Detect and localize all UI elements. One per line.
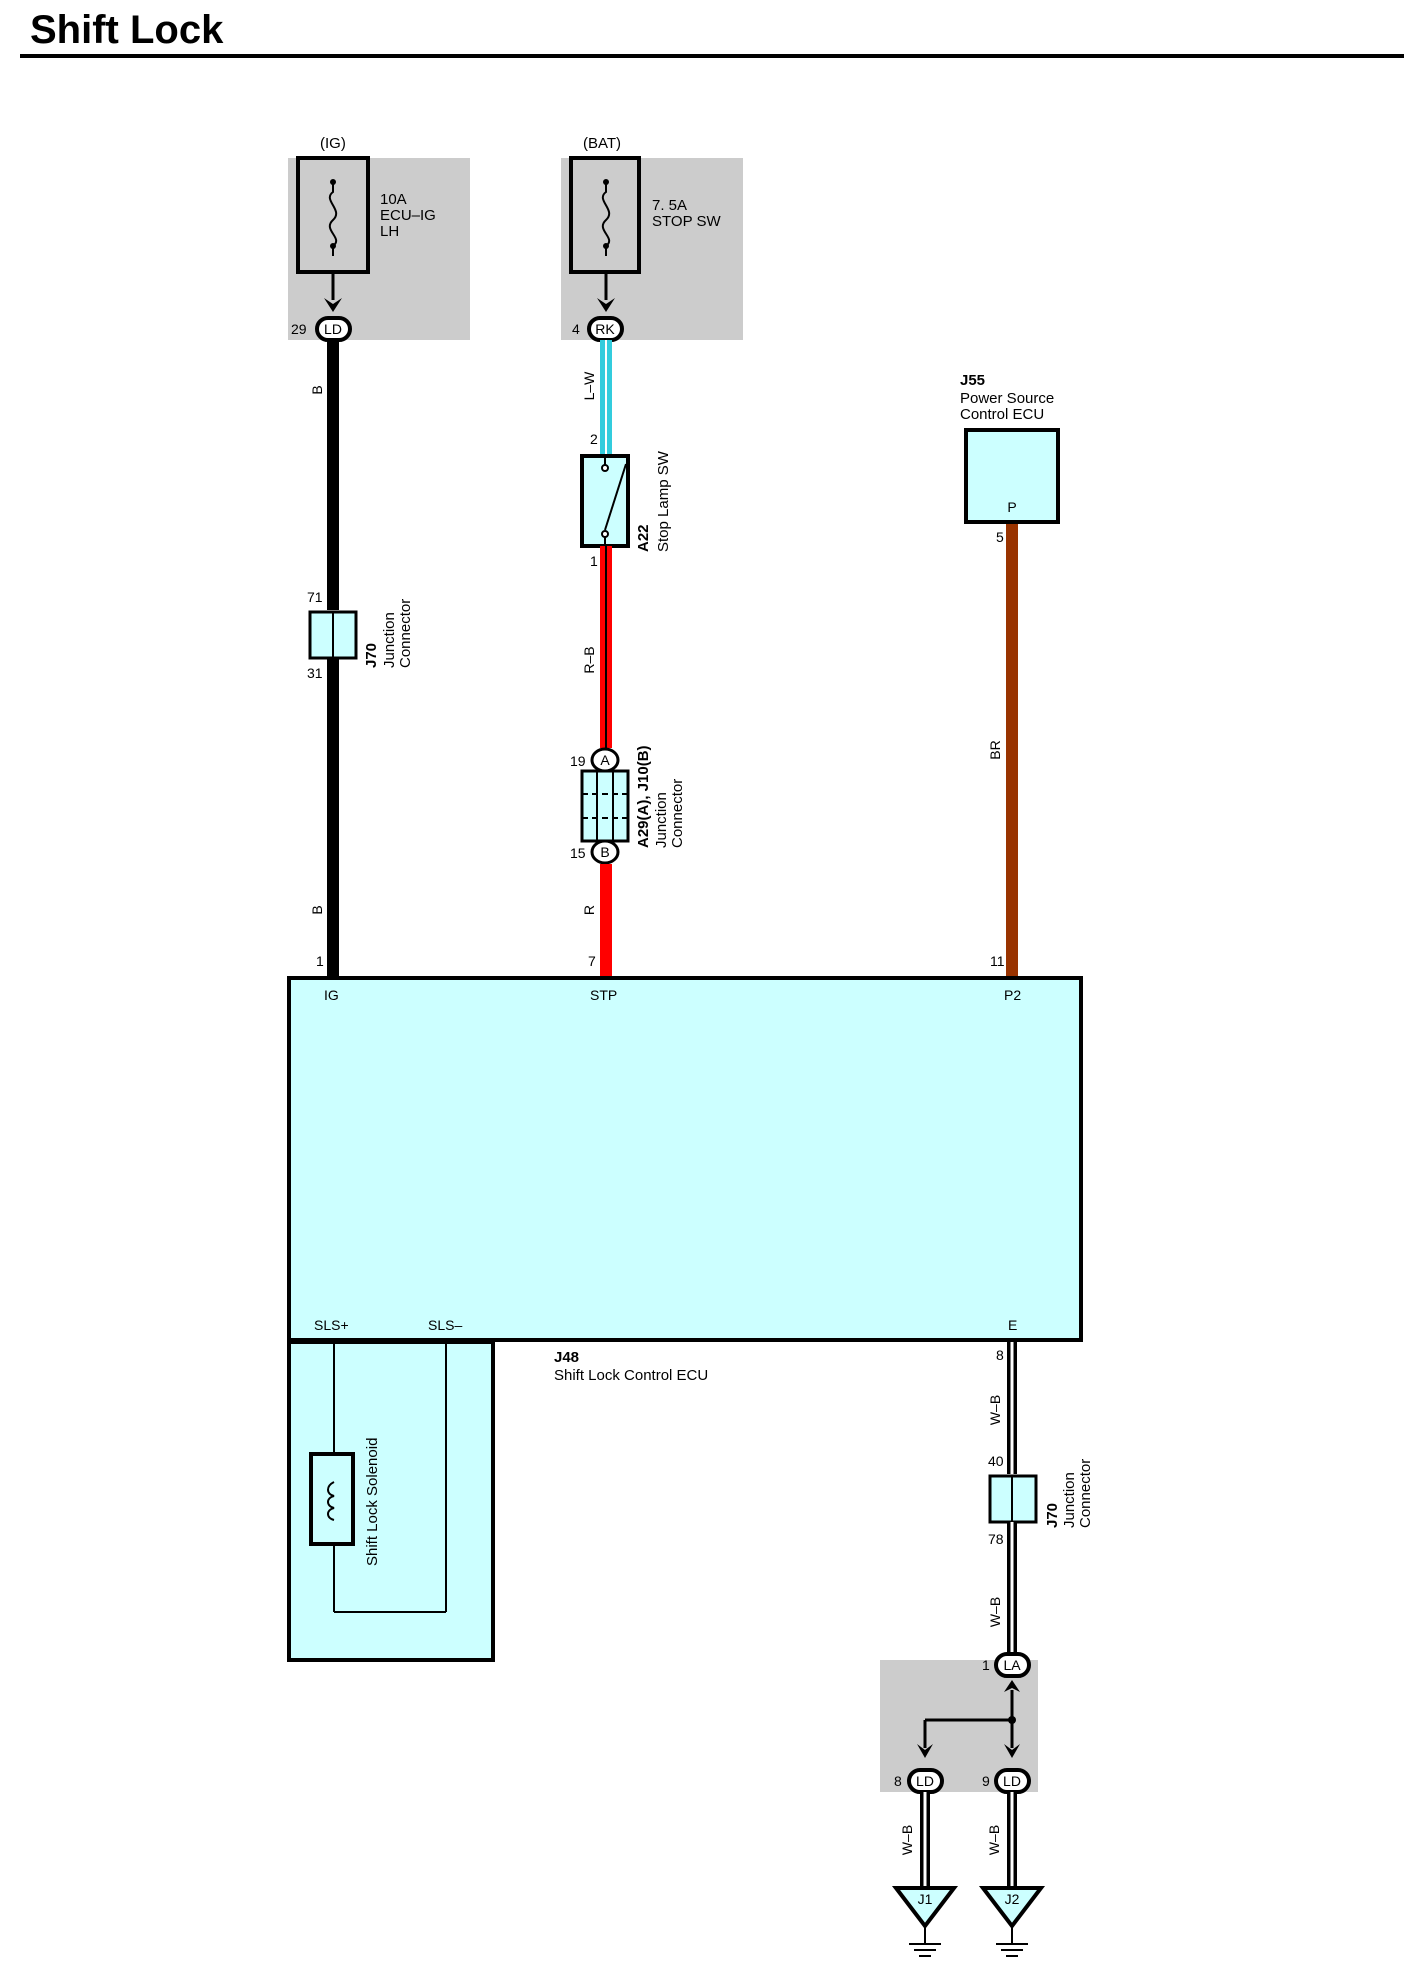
fuse-bat-element-icon bbox=[601, 182, 611, 256]
ld-right-pin: 9 bbox=[982, 1773, 990, 1789]
fuse-ig-supply-label: (IG) bbox=[320, 135, 346, 152]
ld-right-arrow-icon bbox=[1004, 1744, 1020, 1758]
j48-pin-stp: 7 bbox=[588, 953, 596, 969]
j55-power-source-ecu bbox=[964, 428, 1060, 524]
j48-name: Shift Lock Control ECU bbox=[554, 1367, 708, 1384]
j70-lower-pin-bottom: 78 bbox=[988, 1531, 1004, 1547]
j48-terminal-e: E bbox=[1008, 1317, 1017, 1333]
j55-line2: Control ECU bbox=[960, 406, 1044, 423]
fuse-bat-supply-label: (BAT) bbox=[583, 135, 621, 152]
ig-circuit: B 71 31 J70 Junction Connector B 1 bbox=[307, 340, 414, 978]
fuse-bat-group: (BAT) 7. 5A STOP SW RK 4 bbox=[561, 135, 743, 342]
wire-br-label: BR bbox=[987, 740, 1003, 759]
fuse-bat-name-line1: STOP SW bbox=[652, 213, 721, 230]
la-arrow-icon bbox=[1004, 1680, 1020, 1692]
a29-letter-top: A bbox=[600, 752, 610, 768]
fuse-ig-name-line2: LH bbox=[380, 223, 399, 240]
j70-lower-line2: Connector bbox=[1077, 1459, 1094, 1528]
la-connector bbox=[994, 1652, 1031, 1678]
a29-line2: Connector bbox=[669, 779, 686, 848]
j48-pin-ig: 1 bbox=[316, 953, 324, 969]
fuse-bat-pin: 4 bbox=[572, 321, 580, 337]
wire-stop-mid-label: R–B bbox=[581, 646, 597, 673]
ground-j2-label: J2 bbox=[1005, 1891, 1020, 1907]
la-pin: 1 bbox=[982, 1657, 990, 1673]
a29-connector-bottom bbox=[590, 839, 620, 865]
p-circuit: J55 Power Source Control ECU P 5 BR 11 bbox=[960, 372, 1060, 978]
ld-left-arrow-icon bbox=[917, 1744, 933, 1758]
a22-pin-bottom: 1 bbox=[590, 553, 598, 569]
a29-line1: Junction bbox=[653, 792, 670, 848]
fuse-ig-arrow-icon bbox=[324, 298, 342, 312]
wire-ig-upper-label: B bbox=[309, 385, 325, 394]
j55-pin: 5 bbox=[996, 529, 1004, 545]
fuse-ig-shade bbox=[288, 158, 470, 340]
fuse-ig-group: (IG) 10A ECU–IG LH LD 29 bbox=[288, 135, 470, 342]
ld-left-pin: 8 bbox=[894, 1773, 902, 1789]
ground-j1-label: J1 bbox=[918, 1891, 933, 1907]
j55-line1: Power Source bbox=[960, 390, 1054, 407]
j48-terminal-sls-minus: SLS– bbox=[428, 1317, 462, 1333]
la-connector-label: LA bbox=[1003, 1657, 1021, 1673]
ground-j2-icon bbox=[978, 1886, 1046, 1930]
title-rule bbox=[20, 54, 1404, 58]
a29-pin-bottom: 15 bbox=[570, 845, 586, 861]
j70-lower-line1: Junction bbox=[1061, 1472, 1078, 1528]
fuse-bat-rating: 7. 5A bbox=[652, 197, 687, 214]
j70-upper-line2: Connector bbox=[397, 599, 414, 668]
wire-ground-lower-label: W–B bbox=[987, 1597, 1003, 1627]
j70-lower-code: J70 bbox=[1044, 1503, 1061, 1528]
shift-lock-solenoid-group: Shift Lock Solenoid bbox=[287, 1340, 495, 1662]
ld-left-connector-label: LD bbox=[916, 1773, 934, 1789]
fuse-ig-name-line1: ECU–IG bbox=[380, 207, 436, 224]
j48-terminal-p2: P2 bbox=[1004, 987, 1021, 1003]
wire-ig-lower-label: B bbox=[309, 905, 325, 914]
wire-ground-j2-label: W–B bbox=[986, 1825, 1002, 1855]
j48-shift-lock-ecu: IG STP P2 SLS+ SLS– E J48 Shift Lock Con… bbox=[287, 976, 1083, 1384]
j48-body bbox=[287, 976, 1083, 1342]
a29-letter-bottom: B bbox=[600, 844, 609, 860]
a22-name: Stop Lamp SW bbox=[655, 450, 672, 552]
j70-upper-pin-top: 71 bbox=[307, 589, 323, 605]
j55-code: J55 bbox=[960, 372, 985, 389]
fuse-ig-rating: 10A bbox=[380, 191, 407, 208]
a29-junction-connector bbox=[580, 769, 630, 843]
j48-pin-p2: 11 bbox=[990, 953, 1005, 969]
fuse-bat-shade bbox=[561, 158, 743, 340]
ld-right-connector-label: LD bbox=[1003, 1773, 1021, 1789]
fuse-ig-connector-label: LD bbox=[324, 321, 342, 337]
fuse-bat-connector-label: RK bbox=[595, 321, 615, 337]
j70-upper-code: J70 bbox=[363, 643, 380, 668]
solenoid-name: Shift Lock Solenoid bbox=[364, 1438, 381, 1566]
solenoid-box bbox=[309, 1452, 355, 1546]
wire-ground-j1-label: W–B bbox=[899, 1825, 915, 1855]
j48-terminal-sls-plus: SLS+ bbox=[314, 1317, 349, 1333]
stop-circuit: L–W 2 1 A22 Stop Lamp SW R–B A 19 B 15 A… bbox=[570, 340, 686, 978]
wire-stop-lower-label: R bbox=[581, 905, 597, 915]
ground-circuit: 8 W–B 40 78 J70 Junction Connector W–B L… bbox=[880, 1342, 1094, 1957]
a29-code: A29(A), J10(B) bbox=[635, 745, 652, 848]
j70-upper-pin-bottom: 31 bbox=[307, 665, 323, 681]
j70-lower-pin-top: 40 bbox=[988, 1453, 1004, 1469]
j48-terminal-stp: STP bbox=[590, 987, 617, 1003]
wire-ground-upper-label: W–B bbox=[987, 1395, 1003, 1425]
a22-pin-top: 2 bbox=[590, 431, 598, 447]
j48-pin-e: 8 bbox=[996, 1347, 1004, 1363]
fuse-ig-pin: 29 bbox=[291, 321, 307, 337]
page-title: Shift Lock bbox=[30, 8, 224, 52]
j70-upper-line1: Junction bbox=[381, 612, 398, 668]
a29-pin-top: 19 bbox=[570, 753, 586, 769]
j48-code: J48 bbox=[554, 1349, 579, 1366]
j48-terminal-ig: IG bbox=[324, 987, 339, 1003]
ground-j1-icon bbox=[891, 1886, 959, 1930]
wire-stop-upper-label: L–W bbox=[581, 371, 597, 401]
fuse-ig-element-icon bbox=[328, 182, 338, 256]
solenoid-coil-icon bbox=[327, 1481, 335, 1521]
fuse-bat-arrow-icon bbox=[597, 298, 615, 312]
switch-contact-icon bbox=[604, 463, 627, 531]
j55-terminal: P bbox=[1007, 499, 1016, 515]
a22-code: A22 bbox=[635, 524, 652, 552]
